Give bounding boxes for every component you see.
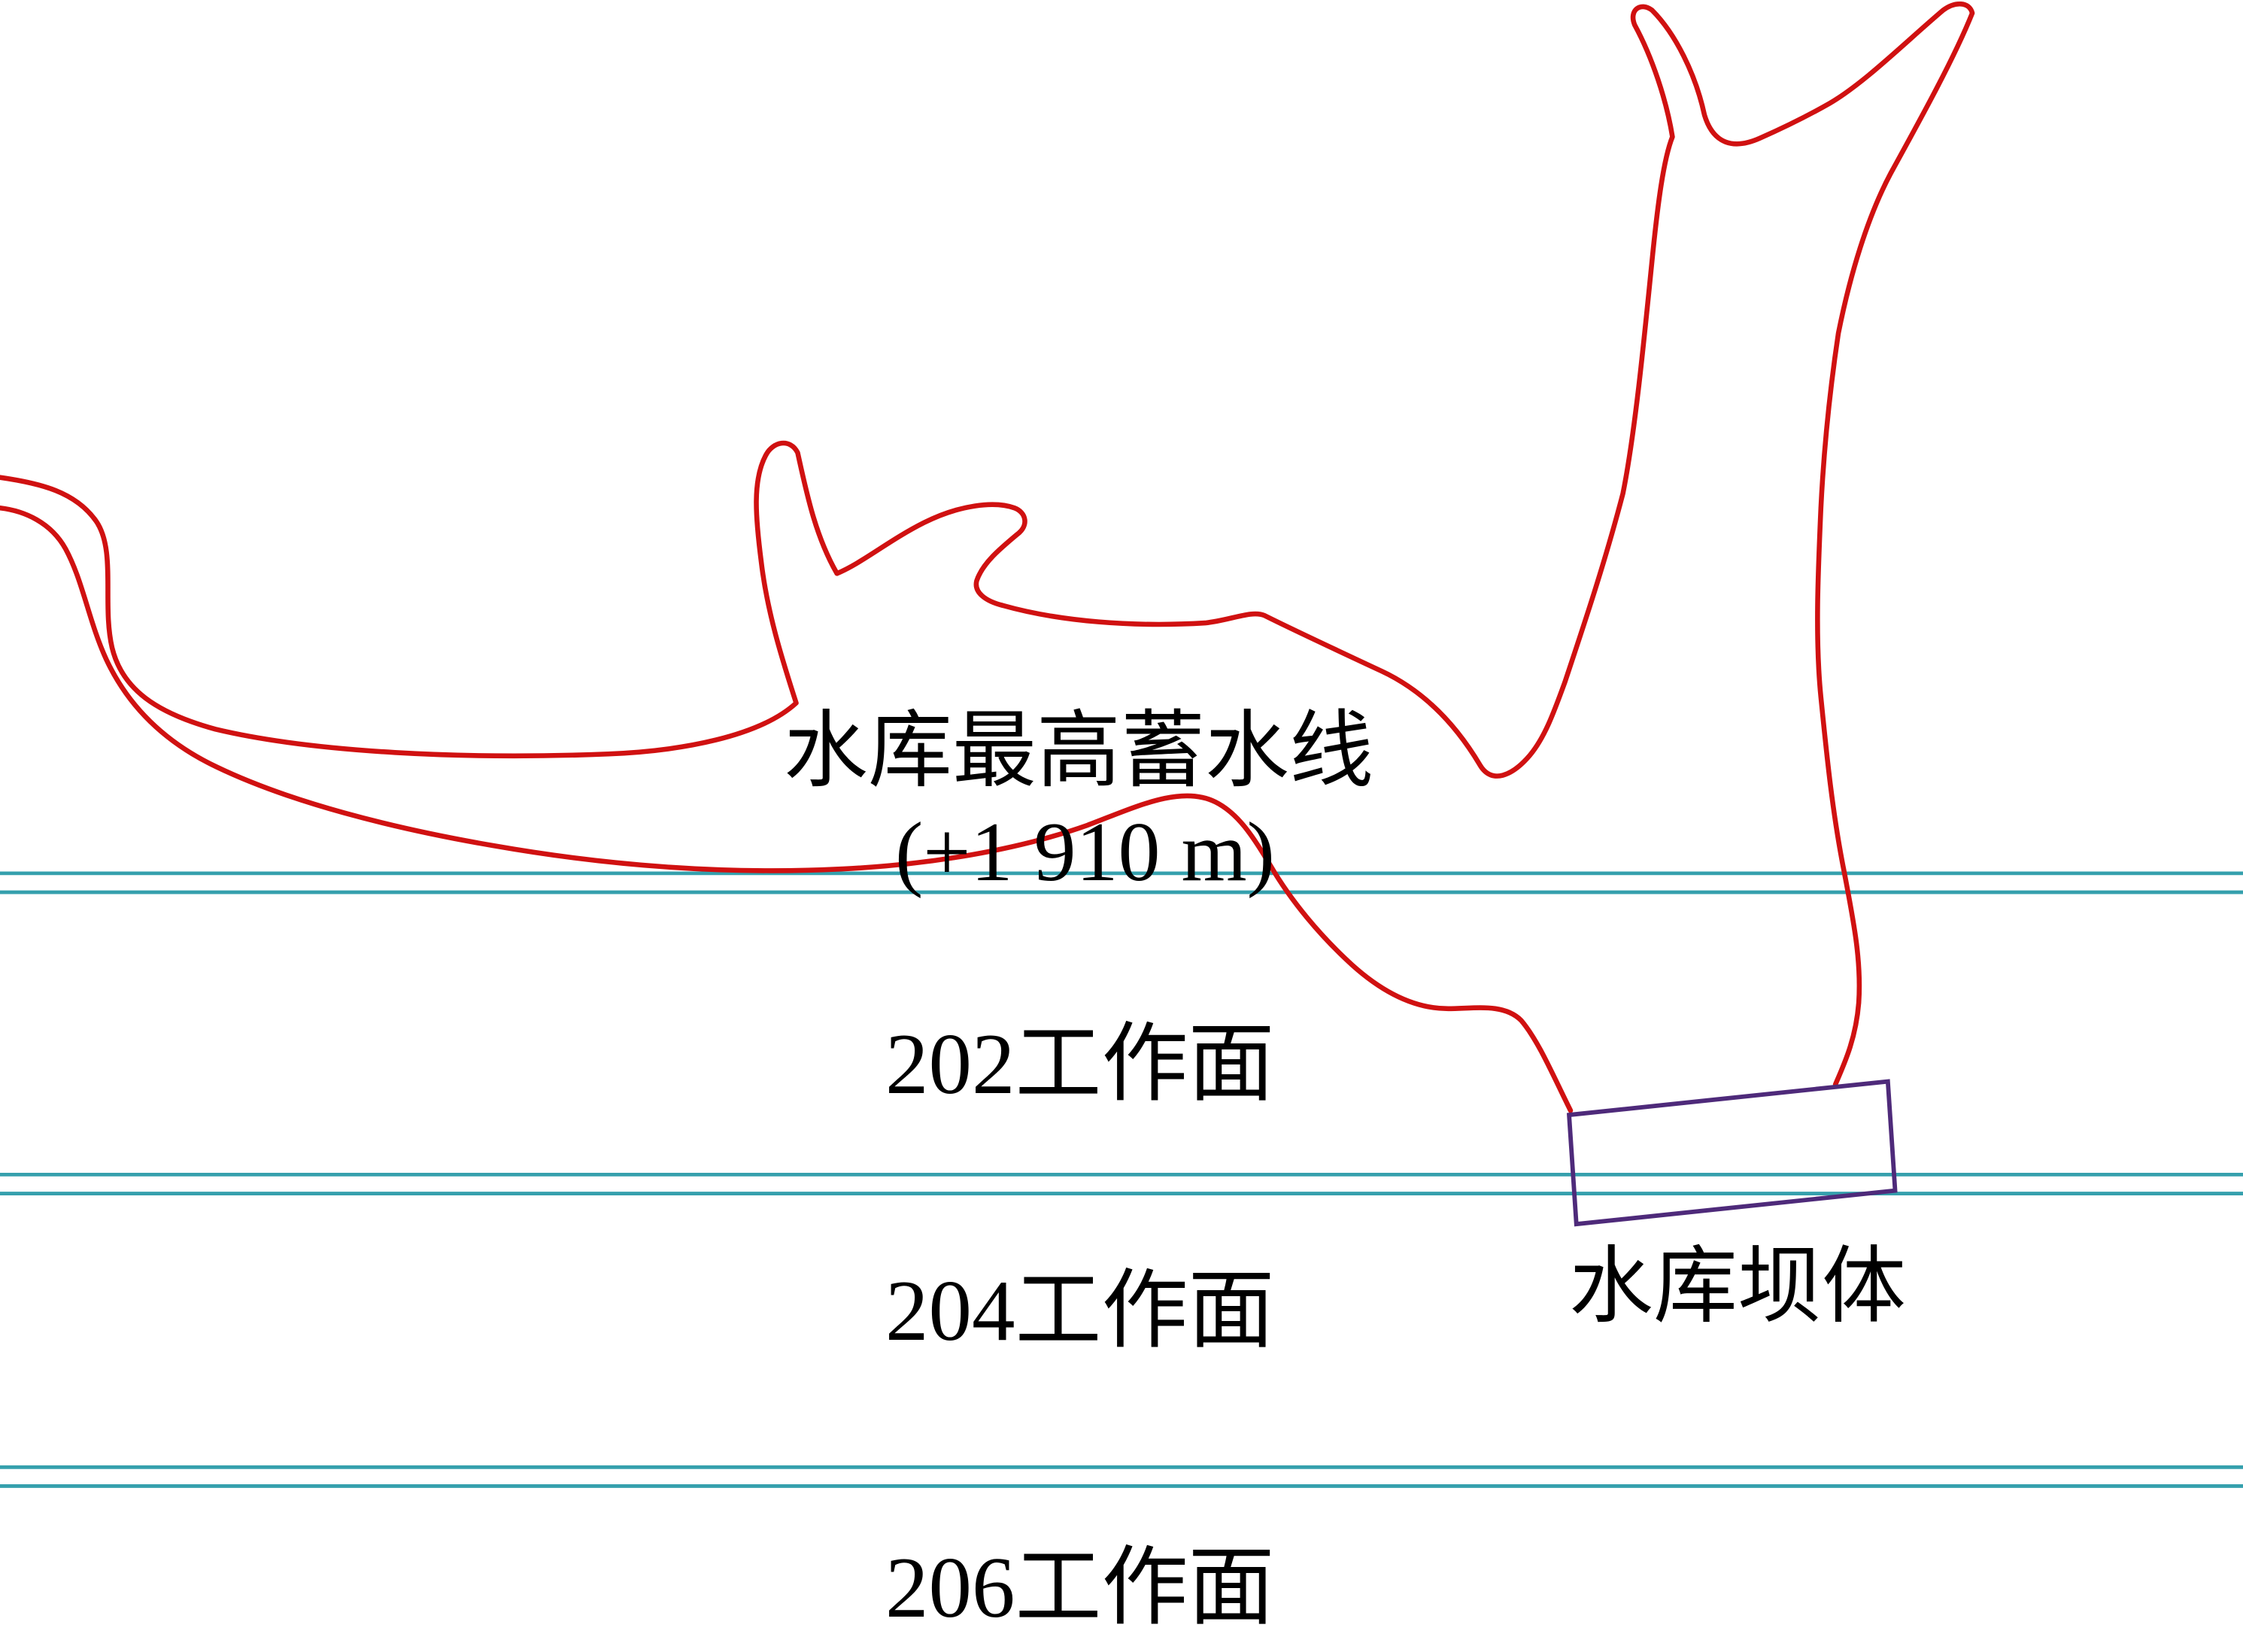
working-face-206-label: 206工作面	[885, 1540, 1275, 1635]
working-face-lines	[0, 871, 2243, 1488]
max-water-line-label: 水库最高蓄水线	[784, 705, 1373, 798]
working-face-202-label: 202工作面	[885, 1016, 1275, 1112]
elevation-label: (+1 910 m)	[895, 806, 1275, 899]
dam-label: 水库坝体	[1569, 1241, 1906, 1334]
working-face-204-label: 204工作面	[885, 1263, 1275, 1359]
dam-rectangle	[1566, 1079, 1898, 1227]
reservoir-outline	[0, 2, 1975, 1113]
